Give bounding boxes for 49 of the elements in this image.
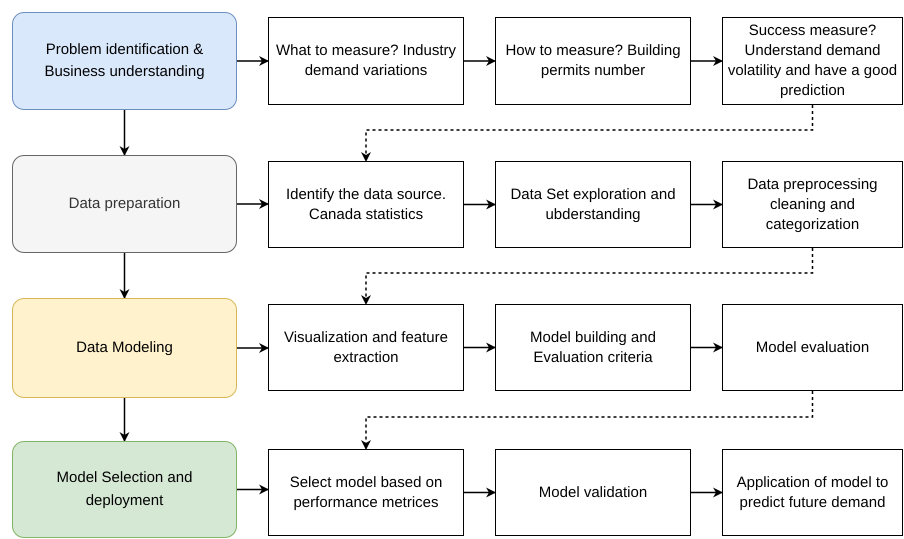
arrow [237,56,269,66]
process-box [722,304,903,391]
arrow [691,342,723,352]
arrow [691,488,723,498]
node-label: Model building and Evaluation criteria [529,328,657,368]
process-box [722,449,903,536]
arrow [120,110,130,156]
dashed-arrow [361,248,814,305]
process-box [268,17,464,105]
arrow [464,488,496,498]
node-label: Model Selection and deployment [56,468,194,510]
stage-box [12,441,237,538]
stage-box [12,298,237,398]
node-label: Data preparation [68,194,180,214]
node-label: Problem identification & Business understanding [43,40,206,82]
stage-box [12,12,237,110]
process-box [495,161,691,248]
arrow [691,56,723,66]
node-label: How to measure? Building permits number [504,41,682,81]
process-box [495,17,691,105]
node-label: Data preprocessing cleaning and categorization [746,174,879,234]
node-label: Visualization and feature extraction [282,328,449,368]
node-label: Data Set exploration and ubderstanding [509,184,677,224]
dashed-arrow [361,391,814,450]
node-label: Application of model to predict future demand [736,472,890,512]
process-box [268,304,464,391]
arrow [120,253,130,299]
process-box [722,161,903,248]
arrow [464,342,496,352]
process-box [268,161,464,248]
process-box [495,449,691,536]
node-label: Data Modeling [76,338,173,358]
dashed-arrow [361,105,814,162]
arrow [237,343,269,353]
arrow [237,484,269,494]
stage-box [12,155,237,253]
process-box [268,449,464,536]
process-box [495,304,691,391]
node-label: What to measure? Industry demand variations [274,41,458,81]
node-label: Model evaluation [756,338,870,358]
arrow [691,200,723,210]
node-label: Identify the data source. Canada statistics [284,184,448,224]
arrow [464,56,496,66]
arrow [464,200,496,210]
node-label: Model validation [538,482,648,502]
arrow [120,398,130,442]
node-label: Success measure? Understand demand volatility and have a good prediction [727,21,898,101]
node-label: Select model based on performance metrices [288,472,444,512]
arrow [237,199,269,209]
